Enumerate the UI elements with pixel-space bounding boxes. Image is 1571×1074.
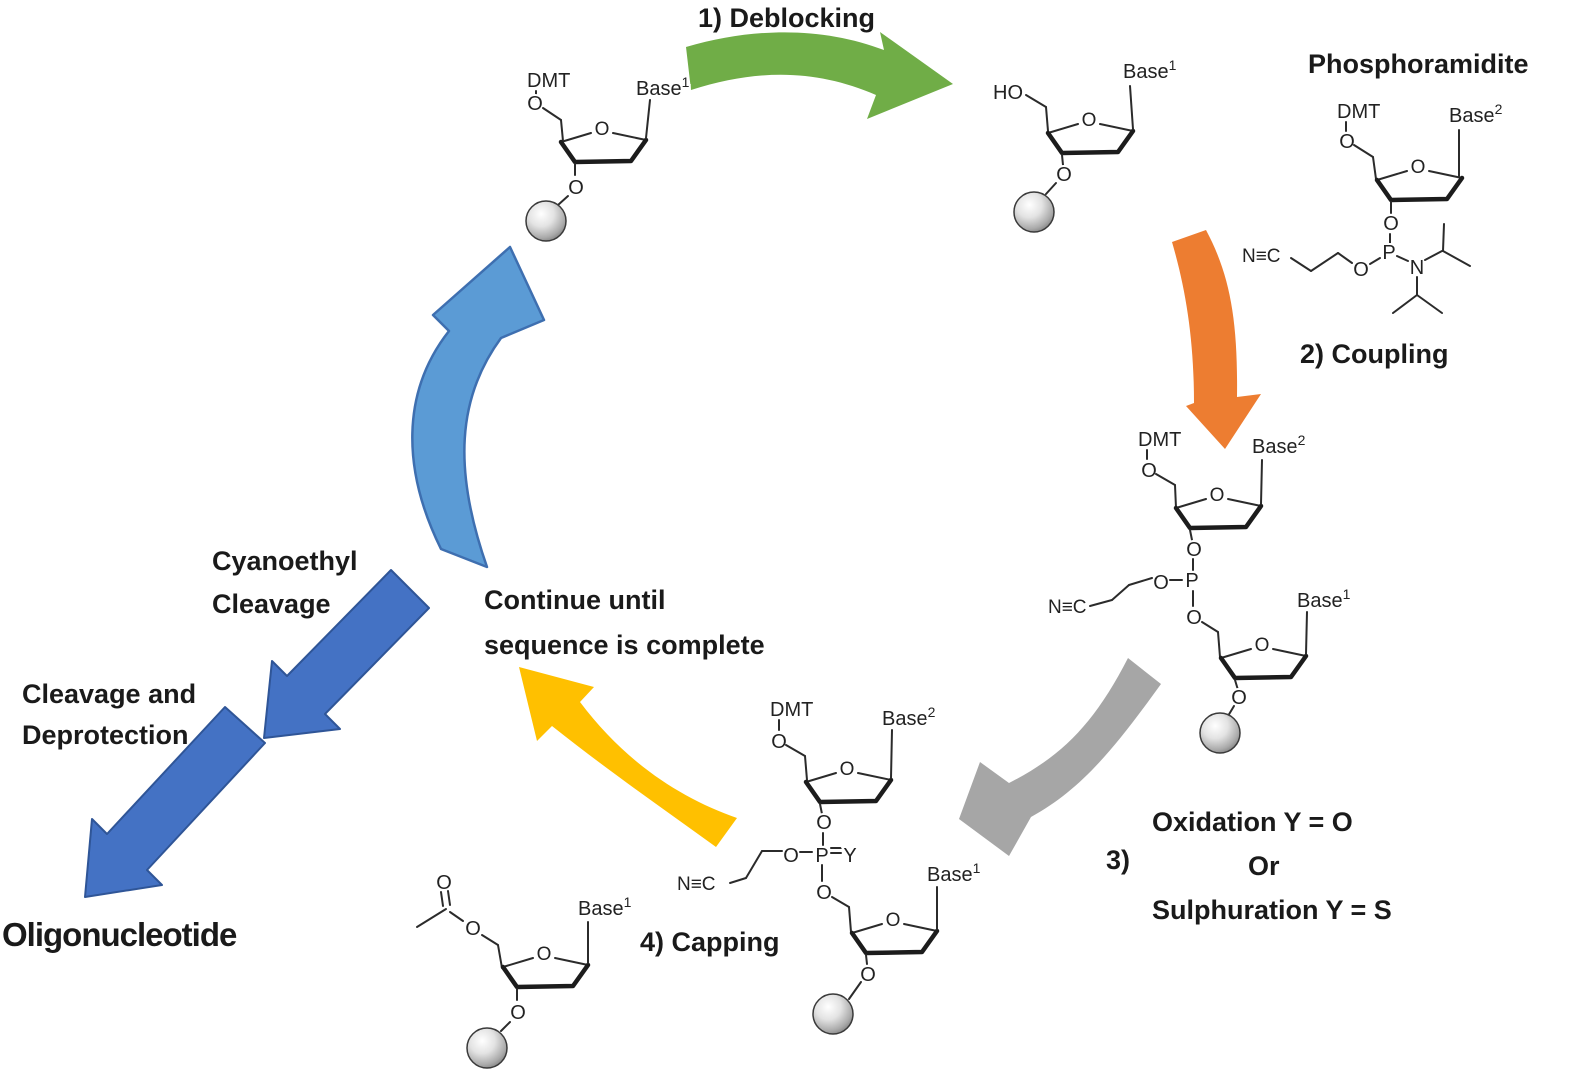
step4-capping-label: 4) Capping	[640, 927, 780, 957]
sugar-ring: O	[803, 757, 894, 805]
sugar-ring: O	[1218, 633, 1309, 681]
dmt-label: DMT	[527, 70, 570, 92]
step1-deblocking-label: 1) Deblocking	[698, 3, 876, 33]
y-label: Y	[843, 845, 856, 867]
ring-oxygen: O	[1411, 157, 1426, 178]
step2-coupling-label: 2) Coupling	[1300, 339, 1449, 369]
structure-capped-nucleoside: O O O Base1 O	[416, 870, 634, 1069]
dmt-label: DMT	[1138, 429, 1181, 451]
oxidation-line3: Sulphuration Y = S	[1152, 895, 1392, 925]
phosphorus-label: P	[1185, 570, 1198, 592]
oxygen-label: O	[783, 845, 799, 867]
carbonyl-oxygen-label: O	[436, 872, 452, 894]
continue-line2: sequence is complete	[484, 630, 765, 660]
sugar-ring: O	[500, 942, 591, 990]
phosphorus-label: P	[1382, 242, 1395, 264]
sugar-ring: O	[849, 908, 940, 956]
capping-arrow	[519, 667, 737, 847]
phosphorus-label: P	[815, 845, 828, 867]
cyanoethyl-nc-label: N≡C	[677, 874, 716, 895]
sugar-ring: O	[1173, 483, 1264, 531]
structure-coupled-dimer: DMT O O Base2 O P O N≡C O O Base1	[1046, 427, 1353, 754]
sugar-ring: O	[558, 117, 649, 165]
ester-oxygen-label: O	[465, 918, 481, 940]
base1-label: Base1	[578, 894, 632, 920]
solid-support-bead	[466, 1027, 508, 1069]
oligonucleotide-label: Oligonucleotide	[2, 916, 237, 953]
oxygen-label: O	[1383, 213, 1399, 235]
structure-ho-nucleoside: HO O Base1 O	[991, 55, 1179, 233]
oxygen-label: O	[510, 1002, 526, 1024]
ring-oxygen: O	[840, 759, 855, 780]
oxygen-label: O	[568, 177, 584, 199]
cyanoethyl-line2: Cleavage	[212, 589, 331, 619]
solid-support-bead	[525, 200, 567, 242]
continue-line1: Continue until	[484, 585, 666, 615]
nitrogen-label: N	[1410, 257, 1424, 279]
base1-label: Base1	[1123, 57, 1177, 83]
dmt-label: DMT	[770, 699, 813, 721]
cleavage-deprotection-arrow	[84, 706, 266, 898]
deblocking-arrow	[686, 32, 953, 119]
step3-number-label: 3)	[1106, 845, 1131, 875]
ring-oxygen: O	[1082, 110, 1097, 131]
structure-oxidized-dimer: DMT O O Base2 O O P Y N≡C O O	[675, 697, 983, 1035]
base2-label: Base2	[1449, 101, 1503, 127]
step3-oxidation-label: Oxidation Y = O Or Sulphuration Y = S	[1152, 800, 1392, 932]
oxygen-label: O	[1231, 687, 1247, 709]
ring-oxygen: O	[1255, 635, 1270, 656]
base2-label: Base2	[1252, 432, 1306, 458]
oxygen-label: O	[771, 731, 787, 753]
cleavage-deprotection-label: Cleavage and Deprotection	[22, 674, 196, 756]
solid-support-bead	[1199, 712, 1241, 754]
oxygen-label: O	[527, 93, 543, 115]
oxygen-label: O	[1141, 460, 1157, 482]
oxidation-line2: Or	[1248, 851, 1280, 881]
cleavage-line2: Deprotection	[22, 720, 189, 750]
oxidation-line1: Oxidation Y = O	[1152, 807, 1353, 837]
oxygen-label: O	[1339, 131, 1355, 153]
cycle-continue-arrow	[411, 245, 546, 569]
cyanoethyl-nc-label: N≡C	[1242, 246, 1281, 267]
dmt-label: DMT	[1337, 101, 1380, 123]
oxygen-label: O	[1153, 572, 1169, 594]
solid-support-bead	[812, 993, 854, 1035]
base1-label: Base1	[1297, 586, 1351, 612]
oxygen-label: O	[1186, 607, 1202, 629]
cyanoethyl-line1: Cyanoethyl	[212, 546, 358, 576]
ring-oxygen: O	[595, 119, 610, 140]
oxygen-label: O	[1353, 259, 1369, 281]
ho-label: HO	[993, 82, 1023, 104]
base2-label: Base2	[882, 704, 936, 730]
cyanoethyl-cleavage-arrow	[263, 569, 430, 739]
oxygen-label: O	[860, 964, 876, 986]
structure-dmt-nucleoside: DMT O O Base1 O	[525, 68, 692, 242]
base1-label: Base1	[636, 74, 690, 100]
oxygen-label: O	[1186, 539, 1202, 561]
ring-oxygen: O	[1210, 485, 1225, 506]
cyanoethyl-cleavage-label: Cyanoethyl Cleavage	[212, 540, 358, 626]
oxygen-label: O	[816, 812, 832, 834]
ring-oxygen: O	[537, 944, 552, 965]
cleavage-line1: Cleavage and	[22, 679, 197, 709]
base1-label: Base1	[927, 860, 981, 886]
coupling-arrow	[1172, 230, 1261, 449]
oxygen-label: O	[816, 882, 832, 904]
oxygen-label: O	[1056, 164, 1072, 186]
phosphoramidite-label: Phosphoramidite	[1308, 49, 1529, 79]
continue-cycle-label: Continue until sequence is complete	[484, 578, 765, 668]
sugar-ring: O	[1045, 108, 1136, 156]
sugar-ring: O	[1374, 155, 1465, 203]
solid-support-bead	[1013, 191, 1055, 233]
cyanoethyl-nc-label: N≡C	[1048, 597, 1087, 618]
structure-phosphoramidite: DMT O O Base2 O P N O N≡C	[1240, 99, 1505, 314]
oxidation-arrow	[959, 658, 1161, 856]
ring-oxygen: O	[886, 910, 901, 931]
